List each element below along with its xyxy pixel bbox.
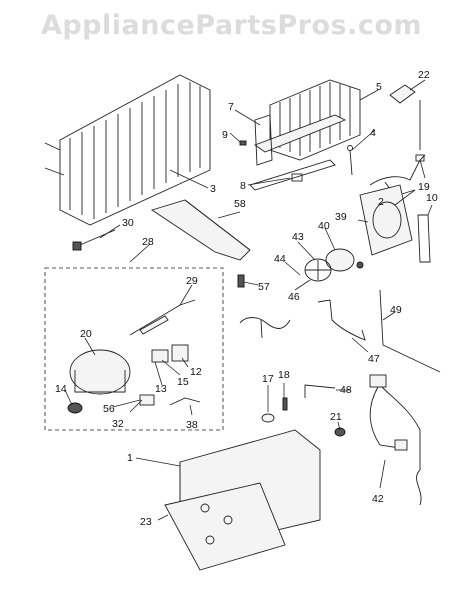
callout-56: 56 — [103, 403, 115, 415]
callout-4: 4 — [370, 127, 376, 139]
callout-21: 21 — [330, 411, 342, 423]
cover-22 — [389, 84, 416, 104]
drain-trough-8 — [249, 159, 336, 191]
callout-14: 14 — [55, 383, 67, 395]
callout-30: 30 — [122, 217, 134, 229]
callout-1: 1 — [127, 452, 133, 464]
evaporator — [254, 79, 361, 166]
callout-2: 2 — [378, 196, 384, 208]
thermostat-4 — [347, 145, 353, 176]
callout-32: 32 — [112, 418, 124, 430]
callout-47: 47 — [368, 353, 380, 365]
callout-5: 5 — [376, 81, 382, 93]
harness-2-19 — [369, 100, 426, 197]
site-watermark: AppliancePartsPros.com — [40, 10, 423, 41]
callout-38: 38 — [186, 419, 198, 431]
tube-44 — [239, 317, 291, 339]
fan-motor — [325, 248, 364, 272]
callout-29: 29 — [186, 275, 198, 287]
callout-17: 17 — [262, 373, 274, 385]
callout-labels: 1 2 3 4 5 7 8 9 10 12 13 14 15 17 18 19 … — [55, 69, 438, 528]
callout-13: 13 — [155, 383, 167, 395]
callout-42: 42 — [372, 493, 384, 505]
screw-57 — [237, 274, 245, 288]
callout-28: 28 — [142, 236, 154, 248]
callout-15: 15 — [177, 376, 189, 388]
clip-56 — [139, 394, 155, 406]
callout-44: 44 — [274, 253, 286, 265]
grommet-14 — [67, 402, 83, 414]
tube-49 — [379, 289, 441, 373]
tube-10 — [417, 214, 431, 263]
mount-17 — [261, 413, 275, 423]
callout-46: 46 — [288, 291, 300, 303]
callout-57: 57 — [258, 281, 270, 293]
fan-housing — [359, 184, 413, 256]
callout-12: 12 — [190, 366, 202, 378]
tube-47 — [317, 299, 366, 341]
condenser-coil — [44, 74, 211, 226]
screw-30 — [72, 229, 116, 251]
cover-plate — [164, 482, 286, 571]
screw-9 — [239, 140, 247, 146]
bracket-48 — [304, 384, 336, 398]
callout-10: 10 — [426, 192, 438, 204]
cord-38 — [169, 397, 201, 406]
fan-blade — [304, 258, 332, 282]
callout-8: 8 — [240, 180, 246, 192]
compressor-assembly-box — [44, 267, 224, 431]
leader-lines — [64, 79, 433, 521]
callout-18: 18 — [278, 369, 290, 381]
relay-15-12 — [151, 344, 189, 363]
callout-9: 9 — [222, 129, 228, 141]
drier-29 — [129, 299, 196, 336]
callout-48: 48 — [340, 384, 352, 396]
callout-20: 20 — [80, 328, 92, 340]
callout-39: 39 — [335, 211, 347, 223]
grommet-21 — [334, 427, 346, 437]
callout-43: 43 — [292, 231, 304, 243]
callout-3: 3 — [210, 183, 216, 195]
shroud-58 — [150, 199, 251, 261]
callout-49: 49 — [390, 304, 402, 316]
wire-harness — [369, 374, 422, 506]
callout-58: 58 — [234, 198, 246, 210]
screw-18 — [282, 397, 288, 411]
callout-40: 40 — [318, 220, 330, 232]
callout-22: 22 — [418, 69, 430, 81]
callout-7: 7 — [228, 101, 234, 113]
callout-19: 19 — [418, 181, 430, 193]
compressor — [69, 349, 131, 395]
callout-23: 23 — [140, 516, 152, 528]
